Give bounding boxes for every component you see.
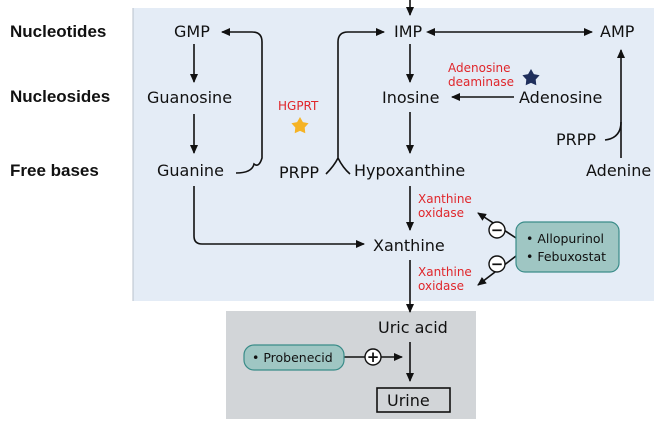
plus-icon: + — [367, 348, 380, 366]
enzyme-adenosine-deaminase-line1: Adenosine — [448, 61, 511, 75]
inhibit-symbol-2: − — [488, 255, 506, 273]
node-guanine: Guanine — [157, 161, 224, 180]
navy-star-icon — [522, 69, 540, 86]
node-prpp-center: PRPP — [279, 163, 319, 182]
inhibit-symbol-1: − — [488, 221, 506, 239]
inhibitor-drug-box — [515, 221, 620, 273]
arrow-guanine-prpp-to-gmp — [221, 28, 263, 174]
node-gmp: GMP — [174, 22, 210, 41]
node-urine: Urine — [387, 391, 430, 410]
enzyme-adenosine-deaminase-line2: deaminase — [448, 75, 514, 89]
arrow-guanine-to-xanthine — [193, 186, 365, 248]
enzyme-xanthine-oxidase-2-line1: Xanthine — [418, 265, 472, 279]
node-guanosine: Guanosine — [147, 88, 232, 107]
promote-symbol: + — [364, 348, 382, 366]
drug-allopurinol: • Allopurinol — [526, 231, 604, 246]
enzyme-xanthine-oxidase-1-line2: oxidase — [418, 206, 464, 220]
node-amp: AMP — [600, 22, 635, 41]
node-hypoxanthine: Hypoxanthine — [354, 161, 465, 180]
minus-icon: − — [491, 221, 504, 239]
node-prpp-right: PRPP — [556, 130, 596, 149]
row-label-nucleotides: Nucleotides — [10, 22, 106, 41]
node-imp: IMP — [394, 22, 423, 41]
row-label-nucleosides: Nucleosides — [10, 87, 110, 106]
row-label-free-bases: Free bases — [10, 161, 99, 180]
node-adenosine: Adenosine — [519, 88, 602, 107]
node-uric-acid: Uric acid — [378, 318, 448, 337]
enzyme-xanthine-oxidase-1-line1: Xanthine — [418, 192, 472, 206]
enzyme-hgprt: HGPRT — [278, 99, 319, 113]
node-inosine: Inosine — [382, 88, 439, 107]
drug-probenecid: • Probenecid — [252, 350, 333, 365]
node-xanthine: Xanthine — [373, 236, 445, 255]
urine-box — [376, 387, 451, 413]
arrow-hypoxanthine-prpp-to-imp — [325, 32, 384, 175]
yellow-star-icon — [291, 117, 309, 134]
arrow-prpp-to-adenine-merge — [604, 121, 622, 141]
minus-icon: − — [491, 255, 504, 273]
drug-febuxostat: • Febuxostat — [526, 249, 606, 264]
probenecid-drug-box — [243, 344, 345, 371]
enzyme-xanthine-oxidase-2-line2: oxidase — [418, 279, 464, 293]
node-adenine: Adenine — [586, 161, 651, 180]
